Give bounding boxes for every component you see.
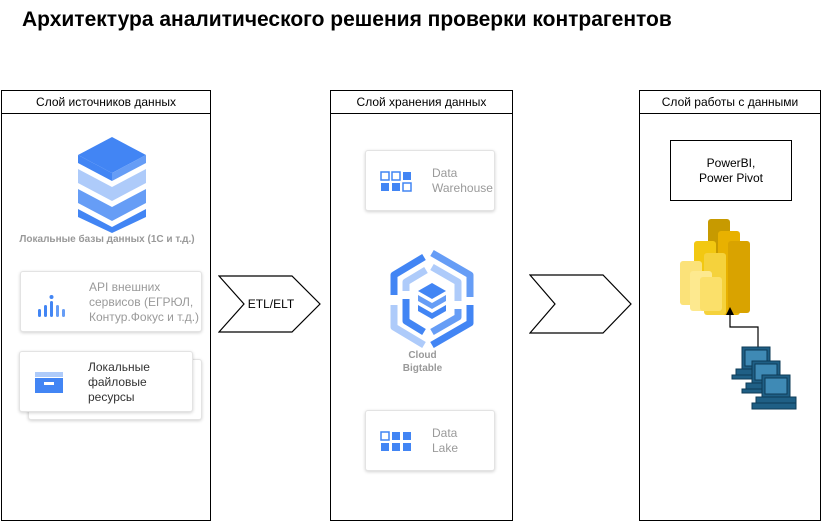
bigtable-label: Cloud Bigtable	[402, 350, 443, 374]
database-stack-icon	[74, 137, 150, 233]
api-card-text: API внешних сервисов (ЕГРЮЛ, Контур.Фоку…	[89, 280, 200, 324]
tools-box: PowerBI, Power Pivot	[670, 140, 792, 201]
etl-arrow-label: ETL/ELT	[247, 297, 295, 311]
warehouse-card: Data Warehouse	[365, 150, 495, 211]
local-db-label: Локальные базы данных (1С и т.д.)	[19, 234, 195, 245]
storage-layer: Слой хранения данных Data Warehouse	[330, 90, 513, 521]
workstations-icon	[730, 345, 802, 417]
lake-card: Data Lake	[365, 410, 495, 471]
grid-icon	[380, 431, 412, 453]
files-card-text: Локальные файловые ресурсы	[88, 360, 150, 404]
powerbi-icon	[680, 219, 756, 315]
page-title: Архитектура аналитического решения прове…	[22, 8, 672, 31]
sources-layer: Слой источников данных Локальные базы да…	[1, 90, 211, 521]
grid-icon	[380, 171, 412, 193]
api-card: API внешних сервисов (ЕГРЮЛ, Контур.Фоку…	[20, 271, 202, 332]
lake-card-text: Data Lake	[432, 426, 459, 455]
analytics-bars-icon	[37, 294, 69, 318]
connector-arrow	[724, 307, 760, 353]
sources-layer-header: Слой источников данных	[2, 91, 210, 114]
storage-drawer-icon	[34, 370, 64, 394]
work-layer-header: Слой работы с данными	[640, 91, 820, 114]
flow-arrow	[529, 274, 633, 334]
etl-arrow	[218, 275, 322, 333]
work-layer: Слой работы с данными PowerBI, Power Piv…	[639, 90, 821, 521]
files-card: Локальные файловые ресурсы	[19, 351, 193, 412]
warehouse-card-text: Data Warehouse	[432, 166, 493, 195]
bigtable-icon	[386, 249, 478, 349]
storage-layer-header: Слой хранения данных	[331, 91, 512, 114]
